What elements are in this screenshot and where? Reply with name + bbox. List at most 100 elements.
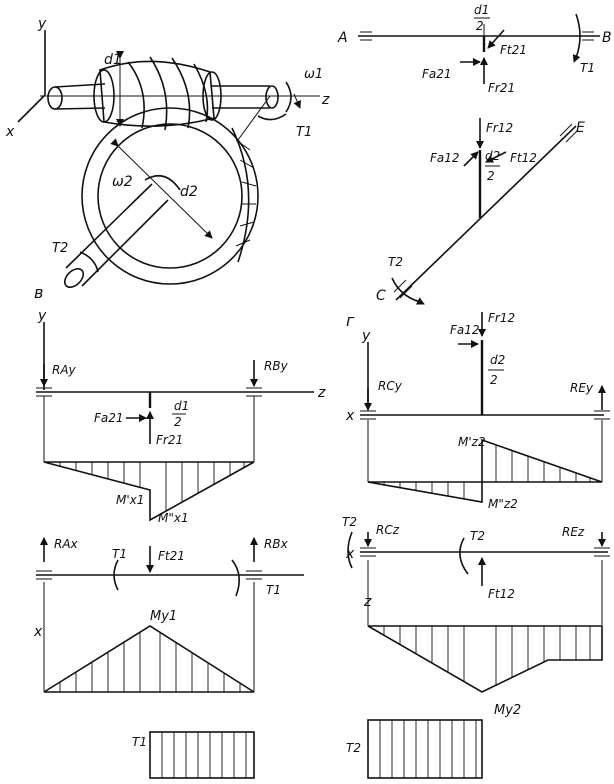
Mx1-prime-label: M'x1 [116, 493, 144, 507]
d1-half-yz-den: 2 [174, 415, 182, 429]
x-axis-line [17, 94, 46, 123]
d2-half-xy-num: d2 [490, 353, 505, 367]
yz-plane-z-label: z [317, 385, 326, 401]
T2-wz-left-label: T2 [342, 515, 357, 529]
xy-plane-y-label: y [361, 328, 371, 344]
omega1-label: ω1 [304, 67, 323, 82]
T2-wz-mid-arc [459, 537, 469, 575]
omega1-arrow [293, 93, 301, 109]
RBx-label: RBx [264, 537, 289, 551]
worm-shaft-end-right [265, 85, 279, 109]
T1-xz-right-arc [231, 559, 240, 597]
REz-label: REz [562, 525, 585, 539]
Mx1-dprime-label: M"x1 [158, 511, 189, 525]
My2-diagram-outline [367, 625, 603, 693]
worm-body [99, 60, 215, 127]
omega2-label: ω2 [112, 174, 133, 190]
wheel-shaft-top [65, 183, 153, 269]
point-A-label: A [337, 30, 348, 46]
omega1-arc [285, 81, 292, 113]
d1-label: d1 [104, 52, 122, 68]
Ft21-arrow [487, 29, 505, 49]
T2-torque-label: T2 [346, 741, 361, 755]
fig-v-label: в [34, 283, 43, 302]
bearing-C-1 [393, 279, 407, 293]
Fr21-label: Fr21 [488, 81, 515, 95]
My1-diagram-hatching [59, 632, 241, 692]
RAy-label: RAy [52, 363, 77, 377]
Ft21-label: Ft21 [500, 43, 527, 57]
d2-half-den-top: 2 [487, 169, 495, 183]
xz-x-axis-label: x [33, 624, 43, 640]
worm-wheel-teeth [235, 139, 257, 247]
T1-scheme-label: T1 [580, 61, 595, 75]
Fr21-yz-label: Fr21 [156, 433, 183, 447]
wheel-shaft-xz-plane: x RCz REz Ft12 T2 T2 z [342, 515, 610, 779]
worm-gear-sketch: y x z d1 ω1 T1 [5, 16, 330, 302]
wheel-shaft-force-scheme: E C Fr12 Fa12 Ft12 d2 2 T2 [376, 118, 585, 305]
REy-label: REy [570, 381, 594, 395]
My2-diagram-hatching [383, 626, 591, 685]
fig-g-label: г [346, 311, 355, 330]
Mz-diagram-hatching [383, 445, 591, 499]
My2-label: My2 [494, 703, 521, 718]
RCy-label: RCy [378, 379, 403, 393]
worm-wheel-outer [81, 107, 259, 285]
T2-wz-mid-label: T2 [470, 529, 485, 543]
T2-label-sketch: T2 [52, 241, 68, 256]
worm-shaft-yz-plane: y z RAy RBy Fa21 Fr21 d1 2 [36, 308, 326, 525]
Mz2-prime-label: M'z2 [458, 435, 486, 449]
worm-shaft-xz-plane: RAx RBx Ft21 T1 T1 x My1 [33, 537, 304, 779]
bearing-C-2 [399, 285, 413, 299]
Ft12-arrow [485, 151, 507, 163]
z-axis-label: z [321, 92, 330, 108]
yz-plane-y-label: y [37, 308, 47, 324]
x-axis-label: x [5, 124, 15, 140]
T2-torque-hatching [379, 720, 477, 778]
Fr12-label: Fr12 [486, 121, 513, 135]
wheel-shaft-xy-plane: г y x RCy REy Fr12 Fa12 d2 2 [345, 311, 610, 511]
point-E-label: E [576, 120, 585, 136]
worm-helix-1 [127, 61, 145, 129]
Fa12-label: Fa12 [430, 151, 460, 165]
worm-shaft-top-left [54, 83, 106, 88]
wheel-shaft-CE-line [395, 125, 577, 301]
wz-plane-x-label: x [345, 546, 355, 562]
Fr12-xy-label: Fr12 [488, 311, 515, 325]
Mz-diagram-outline [367, 438, 603, 503]
Fa12-arrow [463, 151, 479, 167]
worm-wheel-inner [97, 123, 243, 269]
T1-xz-right-label: T1 [266, 583, 281, 597]
point-C-label: C [376, 288, 386, 304]
worm-body-right-face [202, 71, 222, 121]
point-B-label: B [602, 30, 612, 46]
Fa12-xy-label: Fa12 [450, 323, 480, 337]
wheel-axis-upper [237, 95, 271, 141]
T1-torque-hatching [161, 732, 247, 778]
T1-scheme-arrow [572, 51, 581, 63]
d2-half-numerator-top: d2 [485, 149, 500, 163]
Mx-diagram-outline [43, 461, 255, 522]
d1-half-denominator: 2 [476, 19, 484, 33]
d2-half-xy-den: 2 [490, 373, 498, 387]
worm-helix-3 [171, 57, 191, 129]
worm-shaft-bottom-left [54, 107, 106, 110]
T1-xz-left-arc [113, 559, 119, 591]
Ft12-label: Ft12 [510, 151, 537, 165]
Mz2-dprime-label: M"z2 [488, 497, 518, 511]
RCz-label: RCz [376, 523, 400, 537]
d1-half-numerator: d1 [474, 3, 489, 17]
T1-label-sketch: T1 [296, 125, 312, 140]
My1-label: My1 [150, 609, 177, 624]
T2-arc [79, 251, 99, 273]
RAx-label: RAx [54, 537, 79, 551]
bearing-E-2 [565, 129, 579, 143]
RBy-label: RBy [264, 359, 289, 373]
T2-scheme-arrow [415, 297, 425, 305]
Fa21-label: Fa21 [422, 67, 452, 81]
worm-helix-4 [193, 63, 209, 123]
d2-dimension-line [110, 138, 213, 239]
Mx-diagram-hatching [59, 462, 245, 511]
T1-arc [257, 113, 287, 121]
